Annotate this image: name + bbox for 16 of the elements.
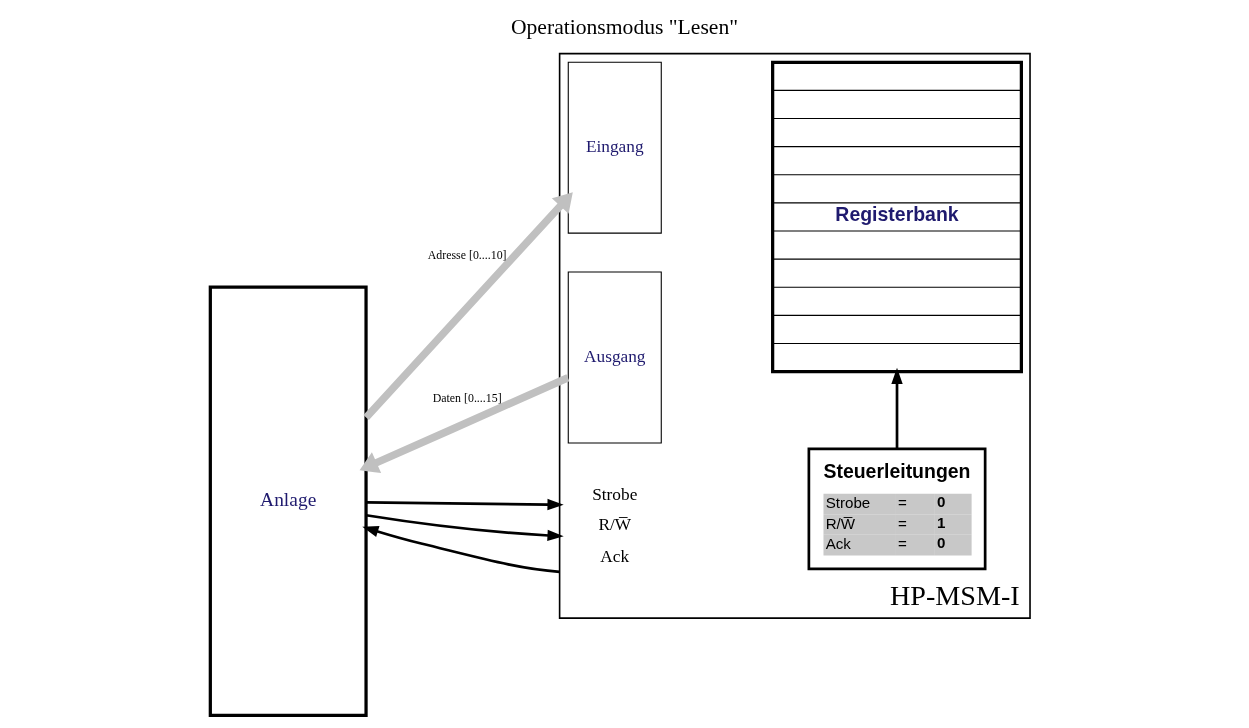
edge-label: Ack — [600, 546, 630, 566]
node-box: Anlage — [208, 285, 368, 718]
edge-label: Adresse [0....10] — [427, 247, 507, 262]
node-box: Eingang — [567, 61, 662, 234]
arrow — [365, 513, 564, 542]
arrow — [366, 498, 564, 511]
arrow — [362, 526, 560, 574]
node-box: Steuerleitungen Strobe = 0 R/W̅ = 1 Ack = 0 — [807, 447, 987, 571]
node-box: Ausgang — [567, 271, 662, 444]
edge-label: Daten [0....15] — [432, 390, 502, 405]
arrow — [359, 374, 570, 474]
edge-label: R/W̅ — [598, 515, 632, 535]
arrow — [891, 367, 903, 449]
edge-label: Strobe — [592, 485, 638, 505]
arrow — [363, 192, 573, 421]
diagram-title: Operationsmodus "Lesen" — [510, 15, 739, 40]
